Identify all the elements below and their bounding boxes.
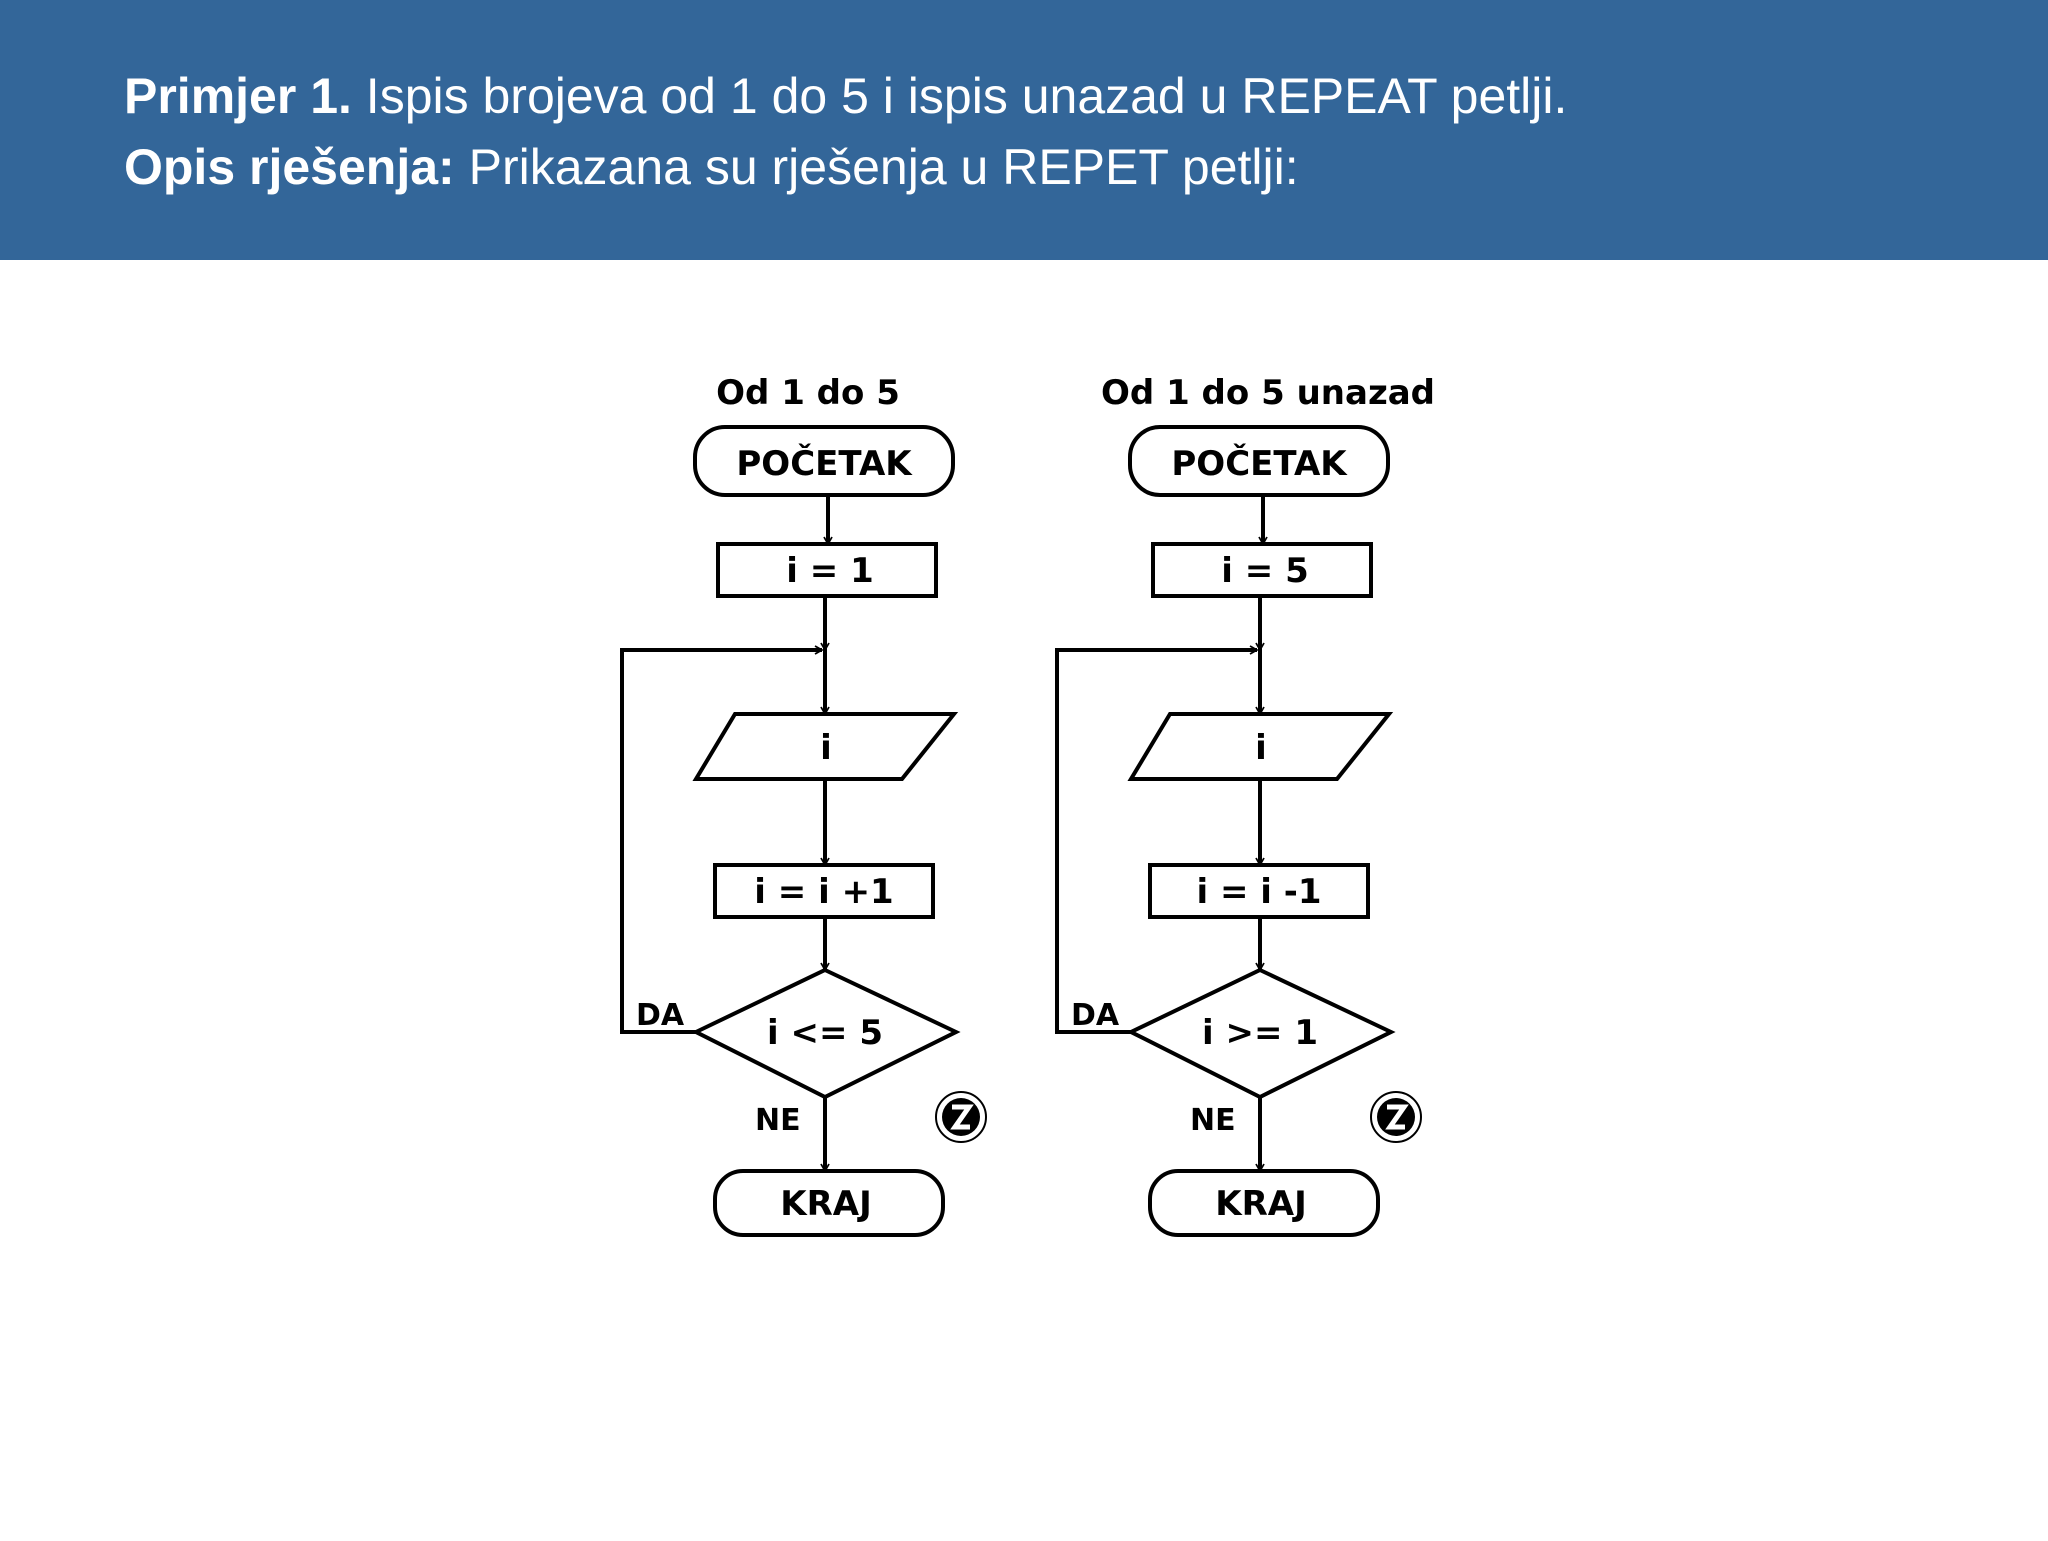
output-parallelogram [1127, 712, 1394, 781]
start-terminator [1128, 425, 1390, 497]
condition-label: i >= 1 [1202, 1013, 1318, 1053]
example-description: Ispis brojeva od 1 do 5 i ispis unazad u… [351, 68, 1568, 124]
flowchart-descending [1055, 425, 1396, 1237]
flowchart-descending-labels: Od 1 do 5 unazad POČETAK i = 5 i i = i -… [1071, 373, 1435, 1224]
logo-badge-icon [1370, 1091, 1422, 1143]
flowchart-title: Od 1 do 5 [716, 373, 900, 413]
end-label: KRAJ [780, 1184, 872, 1224]
solution-label: Opis rješenja: [124, 139, 455, 195]
flowchart-ascending [620, 425, 961, 1237]
start-terminator [693, 425, 955, 497]
yes-label: DA [1071, 998, 1120, 1033]
init-label: i = 1 [786, 551, 873, 591]
solution-description: Prikazana su rješenja u REPET petlji: [454, 139, 1299, 195]
logo-badge-icon [935, 1091, 987, 1143]
yes-label: DA [636, 998, 685, 1033]
header-line-2: Opis rješenja: Prikazana su rješenja u R… [124, 137, 1299, 197]
slide-header: Primjer 1. Ispis brojeva od 1 do 5 i isp… [0, 0, 2048, 260]
start-label: POČETAK [736, 443, 913, 484]
example-label: Primjer 1. [124, 68, 352, 124]
start-label: POČETAK [1171, 443, 1348, 484]
condition-label: i <= 5 [767, 1013, 883, 1053]
init-label: i = 5 [1221, 551, 1308, 591]
update-label: i = i -1 [1196, 872, 1321, 912]
no-label: NE [755, 1103, 801, 1138]
flowchart-ascending-labels: Od 1 do 5 POČETAK i = 1 i i = i +1 i <= … [636, 373, 913, 1224]
output-label: i [1255, 728, 1267, 768]
no-label: NE [1190, 1103, 1236, 1138]
header-line-1: Primjer 1. Ispis brojeva od 1 do 5 i isp… [124, 66, 1567, 126]
output-label: i [820, 728, 832, 768]
flowchart-title: Od 1 do 5 unazad [1101, 373, 1435, 413]
update-label: i = i +1 [754, 872, 893, 912]
end-label: KRAJ [1215, 1184, 1307, 1224]
output-parallelogram [692, 712, 959, 781]
